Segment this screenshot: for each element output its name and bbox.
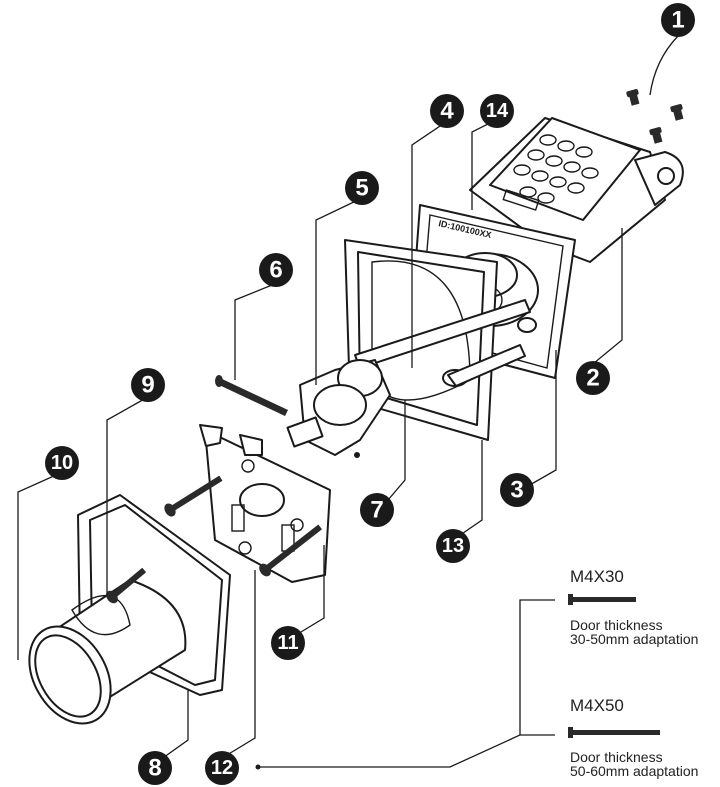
svg-text:14: 14	[486, 100, 509, 122]
svg-text:4: 4	[440, 98, 454, 125]
callout-6: 6	[259, 253, 293, 287]
svg-text:1: 1	[671, 7, 684, 34]
callout-14: 14	[480, 94, 514, 128]
callout-12: 12	[205, 751, 239, 785]
spec-note-line2: 50-60mm adaptation	[570, 763, 698, 779]
screw-spec-m4x30: M4X30 Door thickness 30-50mm adaptation	[568, 567, 698, 647]
screw-spec-m4x50: M4X50 Door thickness 50-60mm adaptation	[568, 696, 698, 779]
callout-7: 7	[360, 493, 394, 527]
svg-text:7: 7	[370, 497, 383, 524]
callout-10: 10	[45, 446, 79, 480]
svg-text:13: 13	[442, 535, 464, 557]
knob-housing	[28, 494, 231, 725]
svg-text:3: 3	[510, 477, 523, 504]
callout-3: 3	[500, 473, 534, 507]
callout-9: 9	[131, 368, 165, 402]
small-screws	[626, 89, 684, 144]
svg-text:9: 9	[141, 372, 154, 399]
spec-note-line2: 30-50mm adaptation	[570, 631, 698, 647]
callout-markers: 1 2 3 4 5 6 7 8 9 10 11 12 13 14	[45, 3, 695, 785]
callout-4: 4	[430, 94, 464, 128]
callout-1: 1	[661, 3, 695, 37]
spec-size-label: M4X50	[570, 696, 624, 715]
callout-13: 13	[436, 529, 470, 563]
callout-11: 11	[271, 626, 305, 660]
callout-8: 8	[138, 751, 172, 785]
cylinder-adapter	[286, 359, 391, 458]
long-pin	[215, 375, 288, 416]
back-plate	[199, 424, 331, 583]
svg-text:12: 12	[211, 757, 233, 779]
keypad-buttons	[502, 134, 599, 211]
callout-5: 5	[345, 171, 379, 205]
svg-text:2: 2	[586, 365, 599, 392]
svg-text:10: 10	[51, 452, 73, 474]
spec-note-line1: Door thickness	[570, 617, 663, 633]
svg-text:6: 6	[269, 257, 282, 284]
leader-lines	[17, 35, 679, 770]
spec-size-label: M4X30	[570, 567, 624, 586]
spec-note-line1: Door thickness	[570, 749, 663, 765]
svg-text:8: 8	[148, 755, 161, 782]
long-screws	[164, 475, 323, 577]
svg-text:5: 5	[355, 175, 368, 202]
callout-2: 2	[576, 361, 610, 395]
svg-text:11: 11	[277, 632, 298, 654]
